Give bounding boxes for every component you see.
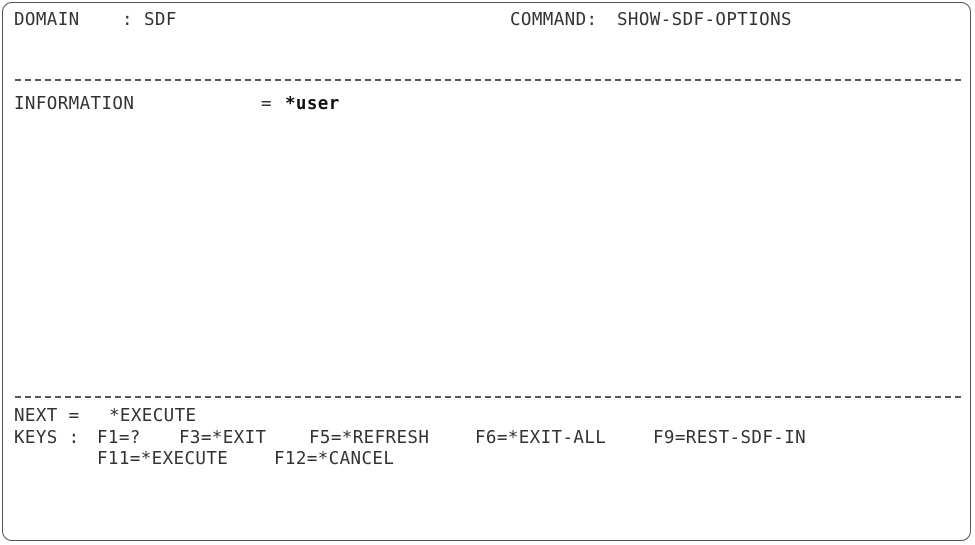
- operand-equals: =: [261, 94, 272, 114]
- domain-label: DOMAIN: [14, 10, 80, 30]
- footer-divider: [15, 396, 961, 398]
- key-f6-exit-all[interactable]: F6=*EXIT-ALL: [475, 428, 607, 448]
- next-label: NEXT =: [14, 406, 80, 426]
- command-label: COMMAND:: [510, 10, 598, 30]
- domain-value: SDF: [144, 10, 177, 30]
- information-input[interactable]: *user: [285, 94, 340, 114]
- keys-label: KEYS :: [14, 428, 80, 448]
- next-command-field[interactable]: *EXECUTE: [109, 406, 197, 426]
- key-f5-refresh[interactable]: F5=*REFRESH: [309, 428, 430, 448]
- key-f1-help[interactable]: F1=?: [97, 428, 141, 448]
- key-f12-cancel[interactable]: F12=*CANCEL: [274, 449, 395, 469]
- key-f11-execute[interactable]: F11=*EXECUTE: [97, 449, 229, 469]
- domain-separator: :: [122, 10, 133, 30]
- key-f9-rest-sdf-in[interactable]: F9=REST-SDF-IN: [653, 428, 807, 448]
- command-value: SHOW-SDF-OPTIONS: [617, 10, 792, 30]
- header-divider: [15, 79, 961, 81]
- operand-label-information: INFORMATION: [14, 94, 135, 114]
- key-f3-exit[interactable]: F3=*EXIT: [179, 428, 267, 448]
